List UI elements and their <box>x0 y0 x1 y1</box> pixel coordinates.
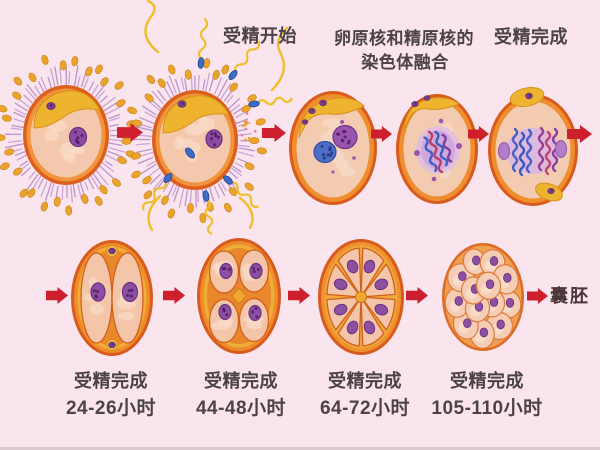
label-stage1-status: 受精完成 <box>74 371 148 391</box>
flow-arrow-icons <box>46 123 592 304</box>
label-stage2-time: 44-48小时 <box>195 398 287 419</box>
label-fertilization-complete-top: 受精完成 <box>494 27 568 47</box>
label-fertilization-begins: 受精开始 <box>223 26 297 46</box>
label-stage3-status: 受精完成 <box>328 371 402 391</box>
eight-cell-embryo <box>318 239 404 355</box>
egg-with-corona-radiata <box>0 54 137 216</box>
label-stage3-time: 64-72小时 <box>319 398 411 419</box>
label-pronuclei-fusion-line2: 染色体融合 <box>361 53 449 72</box>
two-cell-embryo <box>71 240 153 356</box>
chromosome-fusion-cell <box>396 94 478 204</box>
bottom-edge-line <box>0 447 600 450</box>
four-cell-embryo <box>197 238 281 354</box>
label-stage2-status: 受精完成 <box>204 371 278 391</box>
fertilized-zygote-cell <box>488 87 578 206</box>
label-stage4-status: 受精完成 <box>450 371 524 391</box>
label-pronuclei-fusion-line1: 卵原核和精原核的 <box>334 29 474 48</box>
sperm-penetration-egg <box>121 0 293 235</box>
two-pronuclei-cell <box>289 91 377 205</box>
morula-embryo <box>442 243 524 351</box>
label-blastocyst: 囊胚 <box>550 286 590 306</box>
label-stage1-time: 24-26小时 <box>65 398 157 419</box>
label-stage4-time: 105-110小时 <box>431 398 543 419</box>
